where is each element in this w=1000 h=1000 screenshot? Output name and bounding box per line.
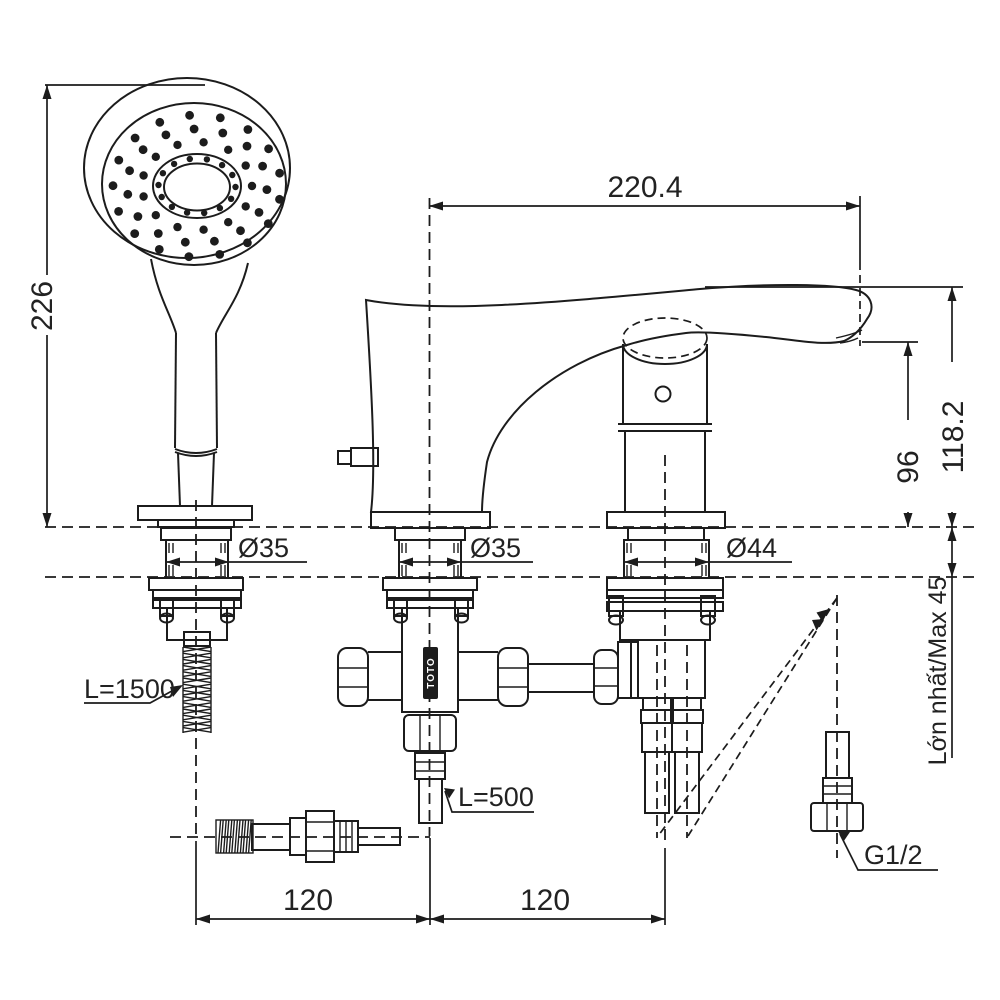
connecting-pipe	[528, 663, 594, 693]
spout-outline	[364, 283, 873, 513]
dim-226: 226	[26, 84, 205, 527]
g12-text: G1/2	[864, 840, 923, 870]
spray-ring-outer	[152, 153, 242, 219]
mixer-cross-valve: TOTO	[337, 527, 594, 824]
nozzle-dots	[108, 110, 284, 262]
label-l500: L=500	[444, 782, 534, 813]
label-max-deck: Lớn nhất/Max 45	[924, 527, 957, 765]
handle-screw-hole	[654, 385, 672, 403]
mounting-block	[166, 607, 228, 641]
inlet-nut	[593, 649, 619, 705]
max-deck-text: Lớn nhất/Max 45	[924, 577, 952, 766]
dim-118-2-text: 118.2	[937, 401, 970, 474]
spray-ring-inner	[163, 162, 231, 212]
valve-body	[593, 527, 724, 814]
g12-hex-nut	[810, 802, 864, 832]
brand-mark-text: TOTO	[426, 657, 437, 688]
l1500-text: L=1500	[84, 674, 175, 704]
diverter-knob-tip	[337, 450, 352, 465]
hand-shower	[83, 77, 291, 528]
spout-assembly	[337, 283, 873, 529]
diverter-knob	[350, 447, 379, 467]
cross-center-body	[401, 607, 459, 713]
l500-text: L=500	[458, 782, 534, 812]
dim-120-bottom: 120 120	[195, 838, 666, 925]
shower-head-face	[101, 102, 287, 266]
dim-220-4-text: 220.4	[607, 171, 682, 204]
dim-dia-valve: Ø44	[624, 533, 792, 567]
handshower-hose-coil	[182, 646, 212, 733]
dia-valve-text: Ø44	[726, 533, 777, 563]
g12-fitting	[810, 731, 864, 832]
dim-96-text: 96	[892, 450, 925, 483]
dim-dia-spout: Ø35	[399, 533, 533, 567]
toto-logo	[423, 647, 438, 699]
spout-flange	[370, 511, 491, 529]
dim-dia-handshower: Ø35	[166, 533, 307, 567]
dim-220-4: 220.4	[429, 171, 861, 346]
handshower-column	[148, 527, 244, 733]
handle-hidden-ellipse	[622, 317, 708, 359]
dim-120-right-text: 120	[520, 884, 570, 917]
cross-right-nut	[497, 647, 529, 707]
dim-118-2: 118.2	[705, 286, 970, 527]
handshower-flange	[137, 505, 253, 521]
valve-flange	[606, 511, 726, 529]
dia-spout-text: Ø35	[470, 533, 521, 563]
hose-barb-l500	[403, 714, 457, 824]
label-l1500: L=1500	[84, 674, 183, 704]
hose-swing-dashed	[657, 597, 838, 837]
label-g12: G1/2	[838, 831, 938, 871]
dia-handshower-text: Ø35	[238, 533, 289, 563]
cross-left-nut	[337, 647, 369, 707]
supply-hoses	[640, 697, 704, 814]
handle-right-edge	[215, 262, 249, 334]
check-valve-part	[215, 810, 401, 863]
centerlines	[170, 198, 838, 858]
handle-left-edge	[150, 258, 177, 334]
lever-handle-column	[606, 317, 726, 529]
dim-226-text: 226	[26, 281, 59, 331]
dim-120-left-text: 120	[283, 884, 333, 917]
thread-hatching	[217, 819, 252, 854]
dim-96: 96	[862, 341, 925, 527]
